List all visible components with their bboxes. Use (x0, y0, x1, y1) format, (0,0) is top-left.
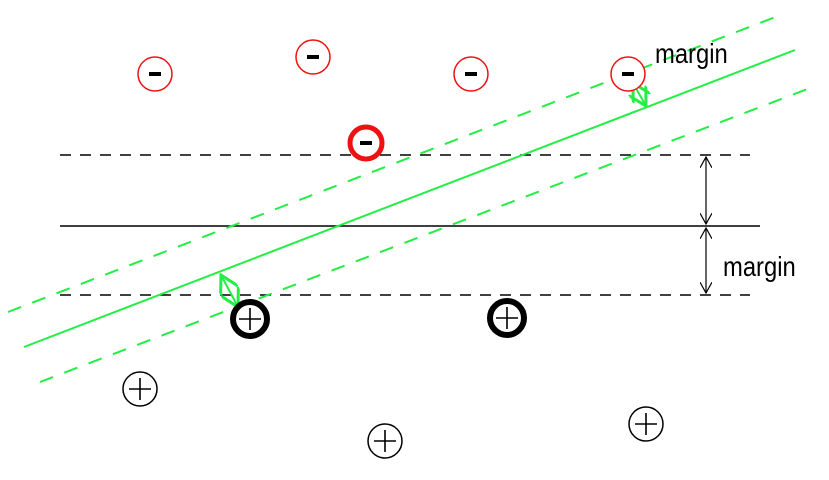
negative-point (295, 39, 331, 75)
circle-marker (628, 406, 664, 442)
minus-icon (149, 72, 161, 76)
minus-icon (307, 55, 319, 59)
green-margin-arrow-lower (221, 275, 238, 307)
green-margin-lower (39, 87, 811, 383)
support-vector-negative (347, 124, 385, 162)
plus-icon (496, 307, 518, 329)
negative-points (137, 39, 646, 162)
plus-icon (374, 430, 396, 452)
circle-marker (230, 299, 270, 339)
circle-marker (367, 423, 403, 459)
circle-marker (122, 371, 158, 407)
negative-point (453, 56, 489, 92)
negative-point (610, 56, 646, 92)
support-vector-positive (487, 298, 527, 338)
positive-point (367, 423, 403, 459)
minus-icon (465, 72, 477, 76)
positive-point (628, 406, 664, 442)
minus-icon (360, 141, 372, 145)
plus-icon (239, 308, 261, 330)
margin-label-green: margin (655, 38, 728, 69)
minus-icon (622, 72, 634, 76)
green-hyperplane (23, 49, 796, 348)
negative-point (137, 56, 173, 92)
plus-icon (129, 378, 151, 400)
support-vector-positive (230, 299, 270, 339)
green-margin-upper (7, 15, 779, 313)
positive-point (122, 371, 158, 407)
positive-points (122, 298, 664, 459)
margin-label-black: margin (723, 251, 796, 282)
circle-marker (487, 298, 527, 338)
plus-icon (635, 413, 657, 435)
